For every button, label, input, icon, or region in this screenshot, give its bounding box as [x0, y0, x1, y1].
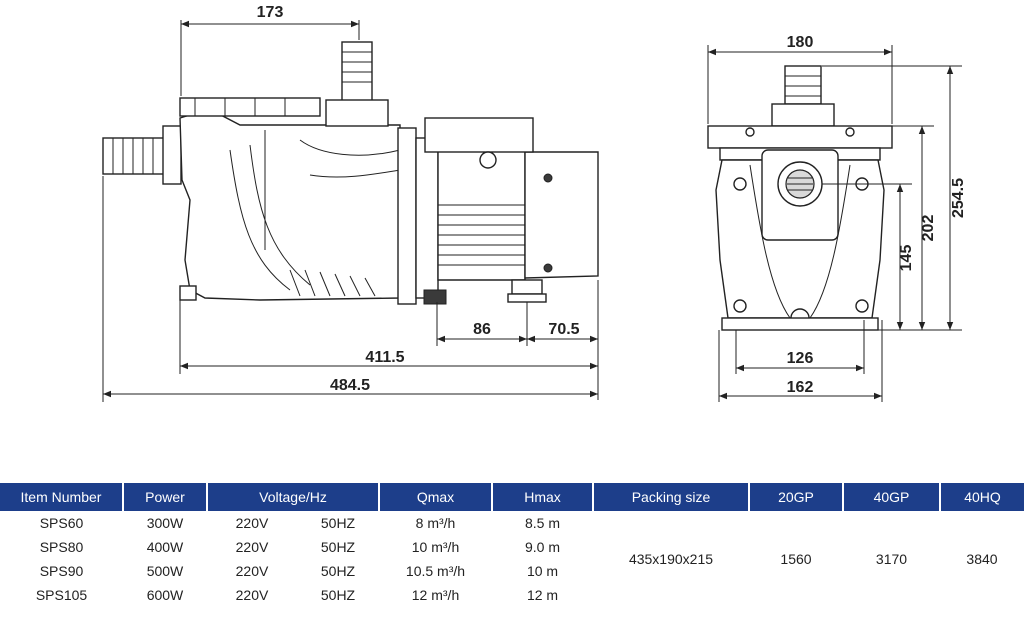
table-row: SPS105 600W 220V 50HZ 12 m³/h 12 m	[0, 583, 1024, 607]
header-40gp: 40GP	[843, 483, 941, 511]
cell-voltage: 220V	[235, 587, 269, 603]
cell-power: 500W	[146, 563, 184, 579]
terminal-box	[424, 117, 534, 153]
dim-front-base-outer: 162	[787, 379, 814, 396]
table-row: SPS60 300W 220V 50HZ 8 m³/h 8.5 m 435x19…	[0, 511, 1024, 567]
dim-front-height-axis: 145	[898, 245, 915, 272]
outlet-barb	[325, 41, 389, 127]
table-row: SPS90 500W 220V 50HZ 10.5 m³/h 10 m	[0, 559, 1024, 583]
side-view-dimensions: 173 86 70.5 411.5 484.5	[102, 4, 599, 402]
dim-side-overall-2: 484.5	[330, 377, 370, 394]
dim-side-mid-left: 86	[473, 321, 491, 338]
header-item-number: Item Number	[0, 483, 124, 511]
pump-housing	[179, 111, 401, 301]
header-20gp: 20GP	[749, 483, 844, 511]
cell-power: 300W	[146, 515, 184, 531]
cell-hmax: 9.0 m	[524, 539, 560, 555]
cell-qmax: 8 m³/h	[415, 515, 456, 531]
cell-hmax: 12 m	[526, 587, 559, 603]
table-header-row: Item Number Power Voltage/Hz Qmax Hmax P…	[0, 483, 1024, 511]
cell-voltage: 220V	[235, 539, 269, 555]
inlet-barb	[102, 125, 182, 185]
cell-hz: 50HZ	[320, 515, 356, 531]
header-power: Power	[123, 483, 208, 511]
table-row: SPS80 400W 220V 50HZ 10 m³/h 9.0 m	[0, 535, 1024, 559]
cell-item: SPS80	[39, 539, 84, 555]
cell-qmax: 12 m³/h	[411, 587, 460, 603]
dim-side-mid-right: 70.5	[548, 321, 579, 338]
cell-power: 400W	[146, 539, 184, 555]
cell-item: SPS90	[39, 563, 84, 579]
dim-front-height-total: 254.5	[950, 178, 967, 218]
dim-front-base-inner: 126	[787, 350, 814, 367]
cell-hmax: 10 m	[526, 563, 559, 579]
header-packing: Packing size	[593, 483, 750, 511]
cell-voltage: 220V	[235, 563, 269, 579]
motor-flange	[397, 127, 417, 305]
dim-side-overall-1: 411.5	[365, 349, 404, 366]
cell-voltage: 220V	[235, 515, 269, 531]
cell-item: SPS60	[39, 515, 84, 531]
dim-front-height-mid: 202	[920, 215, 937, 242]
spec-table: Item Number Power Voltage/Hz Qmax Hmax P…	[0, 483, 1024, 607]
cell-hz: 50HZ	[320, 587, 356, 603]
front-view-dimensions: 180 254.5 202 145 126 162	[707, 34, 967, 402]
cell-item: SPS105	[35, 587, 88, 603]
cell-qmax: 10 m³/h	[411, 539, 460, 555]
cell-power: 600W	[146, 587, 184, 603]
cell-hz: 50HZ	[320, 563, 356, 579]
dim-side-top: 173	[257, 4, 284, 21]
cell-qmax: 10.5 m³/h	[405, 563, 466, 579]
header-voltage: Voltage/Hz	[207, 483, 380, 511]
cell-hmax: 8.5 m	[524, 515, 560, 531]
cell-hz: 50HZ	[320, 539, 356, 555]
front-view-pump	[707, 65, 893, 331]
header-40hq: 40HQ	[940, 483, 1024, 511]
technical-drawing: 173 86 70.5 411.5 484.5	[102, 4, 967, 402]
side-view-pump	[102, 41, 599, 305]
header-hmax: Hmax	[492, 483, 594, 511]
header-qmax: Qmax	[379, 483, 493, 511]
dim-front-top: 180	[787, 34, 814, 51]
cell-20gp: 1560	[780, 551, 812, 567]
cell-40hq: 3840	[966, 551, 998, 567]
cell-packing: 435x190x215	[628, 551, 714, 567]
strainer-lid	[179, 97, 321, 117]
cell-40gp: 3170	[875, 551, 908, 567]
